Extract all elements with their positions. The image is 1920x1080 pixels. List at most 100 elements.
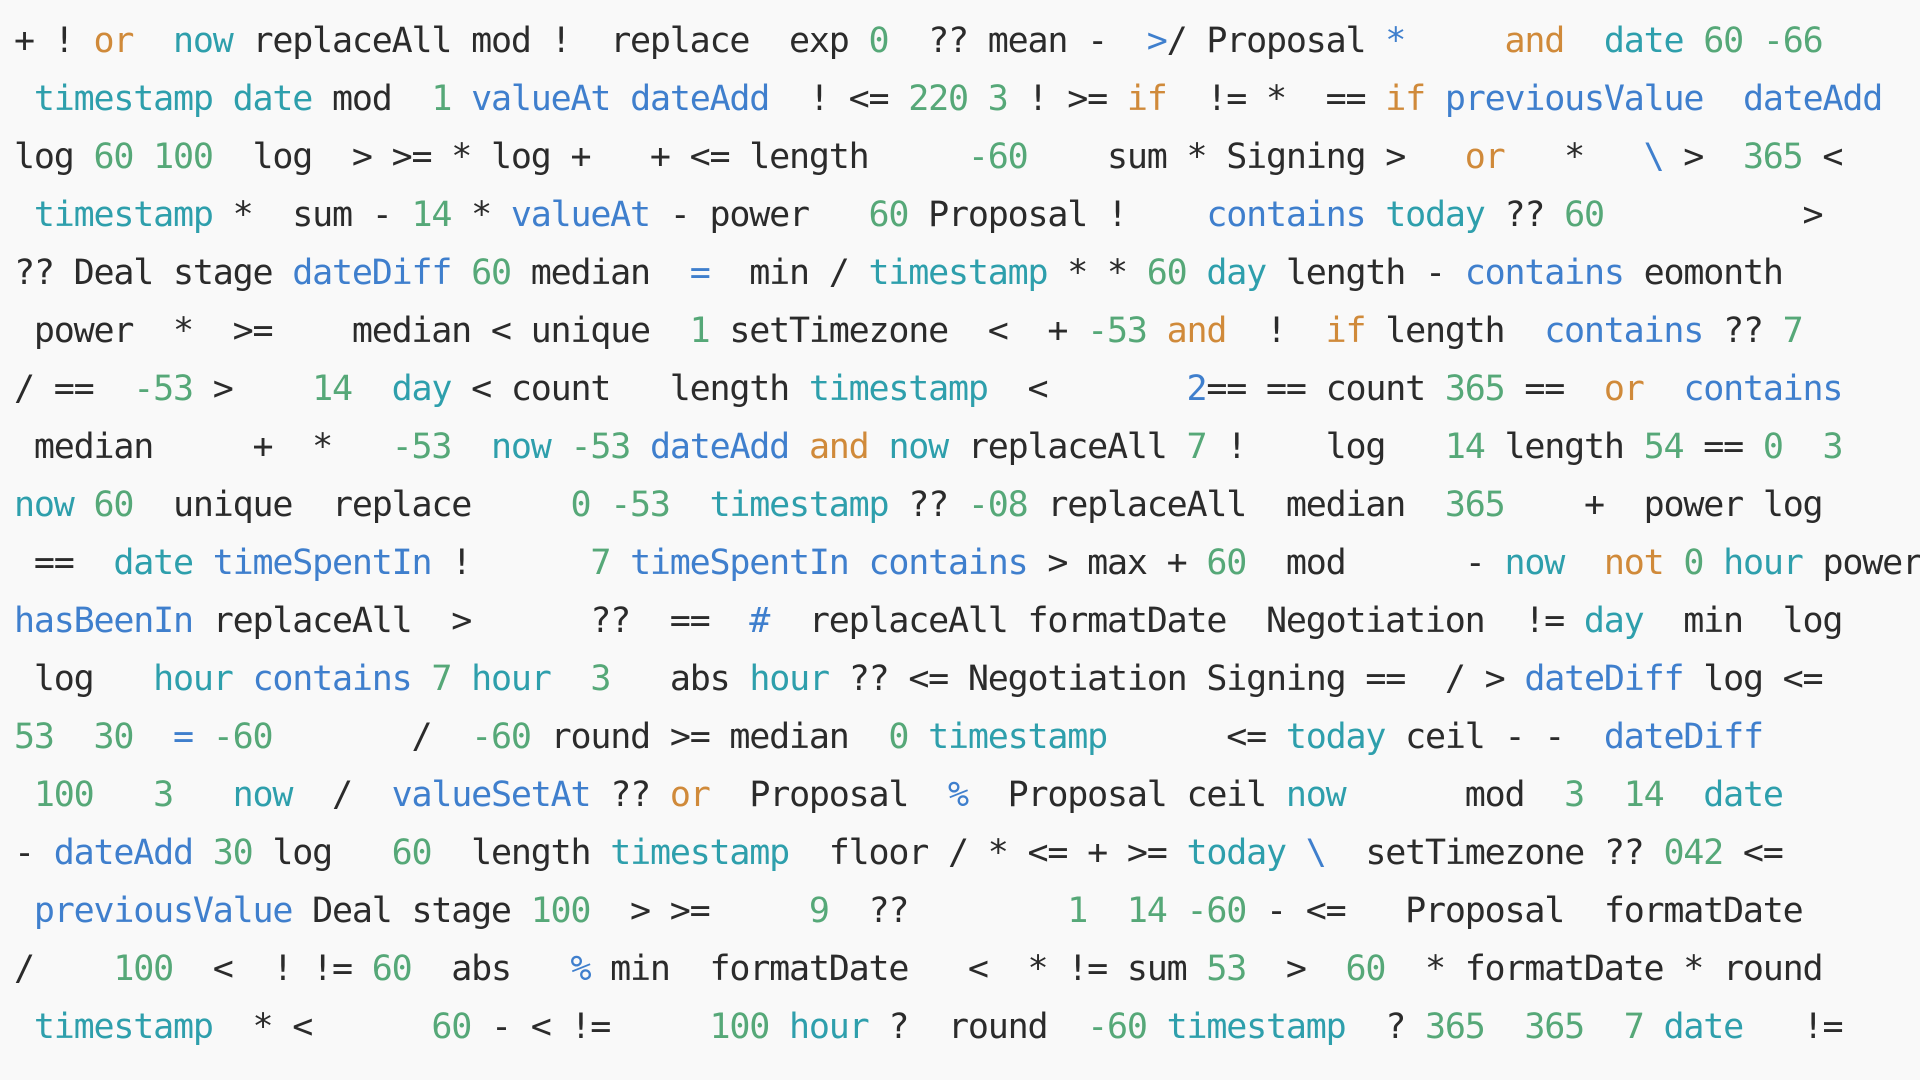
token-op bbox=[849, 543, 869, 583]
token-op bbox=[233, 659, 253, 699]
token-ts: today bbox=[1385, 195, 1486, 235]
token-num: 60 bbox=[471, 253, 512, 293]
token-kw: and bbox=[808, 427, 870, 467]
token-op: mod bbox=[1345, 775, 1565, 815]
token-op: power * >= median < unique bbox=[14, 311, 690, 351]
token-op bbox=[908, 717, 928, 757]
token-op: length - bbox=[1266, 253, 1465, 293]
token-op: * bbox=[1504, 137, 1644, 177]
token-op: floor / * <= + >= bbox=[789, 833, 1187, 873]
token-num: -53 bbox=[570, 427, 631, 467]
token-num: 3 bbox=[153, 775, 174, 815]
token-op: / bbox=[14, 949, 114, 989]
token-fn: 2 bbox=[1186, 369, 1208, 409]
token-op: Proposal bbox=[709, 775, 949, 815]
token-ts: hour bbox=[789, 1007, 870, 1047]
token-op: mod - bbox=[1246, 543, 1505, 583]
token-op: log <= bbox=[1683, 659, 1823, 699]
token-fn: contains bbox=[1206, 195, 1366, 235]
token-num: 60 bbox=[1206, 543, 1247, 583]
token-op: / Proposal bbox=[1166, 21, 1386, 61]
token-num: 7 bbox=[1186, 427, 1208, 467]
token-num: -53 bbox=[391, 427, 453, 467]
token-op: abs bbox=[610, 659, 750, 699]
token-fn: * bbox=[1385, 21, 1406, 61]
code-line: 100 3 now / valueSetAt ?? or Proposal % … bbox=[14, 766, 1784, 824]
token-op bbox=[193, 717, 213, 757]
token-num: 60 bbox=[391, 833, 433, 873]
code-line: now 60 unique replace 0 -53 timestamp ??… bbox=[14, 476, 1824, 534]
code-line: timestamp * sum - 14 * valueAt - power 6… bbox=[14, 186, 1824, 244]
token-op: <= bbox=[1107, 717, 1286, 757]
token-ts: hour bbox=[1723, 543, 1804, 583]
token-num: -60 bbox=[967, 137, 1029, 177]
token-op bbox=[1683, 21, 1703, 61]
token-num: 220 bbox=[908, 79, 969, 119]
token-ts: timestamp bbox=[1166, 1007, 1347, 1047]
token-num: 60 bbox=[1146, 253, 1188, 293]
token-op: median bbox=[510, 253, 690, 293]
code-line: timestamp date mod 1 valueAt dateAdd ! <… bbox=[14, 70, 1883, 128]
token-op: min log bbox=[1643, 601, 1843, 641]
token-ts: now bbox=[1504, 543, 1565, 583]
token-ts: now bbox=[1285, 775, 1347, 815]
token-op: ?? mean - bbox=[888, 21, 1147, 61]
token-op: power bbox=[1802, 543, 1920, 583]
token-op bbox=[1147, 311, 1167, 351]
code-line: median + * -53 now -53 dateAdd and now r… bbox=[14, 418, 1844, 476]
token-op: Proposal ! bbox=[908, 195, 1207, 235]
token-num: 53 bbox=[1206, 949, 1247, 989]
token-fn: contains bbox=[252, 659, 412, 699]
token-ts: now bbox=[490, 427, 552, 467]
token-fn: \ bbox=[1643, 137, 1665, 177]
token-op: < bbox=[987, 369, 1187, 409]
token-num: 3 bbox=[590, 659, 611, 699]
token-ts: date bbox=[113, 543, 194, 583]
token-op: abs bbox=[411, 949, 571, 989]
code-line: hasBeenIn replaceAll > ?? == # replaceAl… bbox=[14, 592, 1843, 650]
token-op: != bbox=[1743, 1007, 1844, 1047]
token-op: > bbox=[1603, 195, 1824, 235]
token-op: * bbox=[451, 195, 511, 235]
token-op: > >= bbox=[590, 891, 809, 931]
token-op bbox=[411, 659, 431, 699]
token-num: 60 bbox=[93, 485, 135, 525]
token-ts: today bbox=[1285, 717, 1387, 757]
token-num: -60 bbox=[1186, 891, 1248, 931]
token-num: 0 bbox=[868, 21, 890, 61]
token-op bbox=[1584, 775, 1624, 815]
token-op: * * bbox=[1047, 253, 1147, 293]
token-op: / == bbox=[14, 369, 134, 409]
token-op: > bbox=[192, 369, 313, 409]
token-op bbox=[1564, 21, 1604, 61]
token-op bbox=[610, 543, 630, 583]
token-op bbox=[590, 485, 610, 525]
token-op bbox=[1564, 543, 1604, 583]
token-ts: date bbox=[1603, 21, 1685, 61]
token-op: * sum - bbox=[212, 195, 412, 235]
token-num: -66 bbox=[1762, 21, 1824, 61]
token-op bbox=[133, 137, 153, 177]
token-op: sum * Signing > bbox=[1027, 137, 1465, 177]
token-op bbox=[1405, 21, 1504, 61]
token-fn: contains bbox=[1464, 253, 1625, 293]
token-op: > bbox=[1246, 949, 1346, 989]
token-fn: valueAt bbox=[510, 195, 651, 235]
token-op: ! log bbox=[1206, 427, 1445, 467]
token-num: 60 bbox=[1703, 21, 1744, 61]
code-line: / 100 < ! != 60 abs % min formatDate < *… bbox=[14, 940, 1824, 998]
token-ts: timestamp bbox=[33, 79, 214, 119]
token-op: == bbox=[14, 543, 114, 583]
token-op: mod bbox=[312, 79, 432, 119]
token-num: 60 bbox=[868, 195, 910, 235]
token-num: 1 bbox=[431, 79, 452, 119]
token-op: <= bbox=[1723, 833, 1784, 873]
token-op bbox=[1703, 79, 1743, 119]
token-ts: day bbox=[1583, 601, 1645, 641]
token-op: + power log bbox=[1504, 485, 1824, 525]
token-op: round >= median bbox=[530, 717, 889, 757]
token-num: 7 bbox=[590, 543, 611, 583]
token-num: 3 bbox=[1564, 775, 1585, 815]
token-op: - < != bbox=[471, 1007, 710, 1047]
code-line: log hour contains 7 hour 3 abs hour ?? <… bbox=[14, 650, 1824, 708]
